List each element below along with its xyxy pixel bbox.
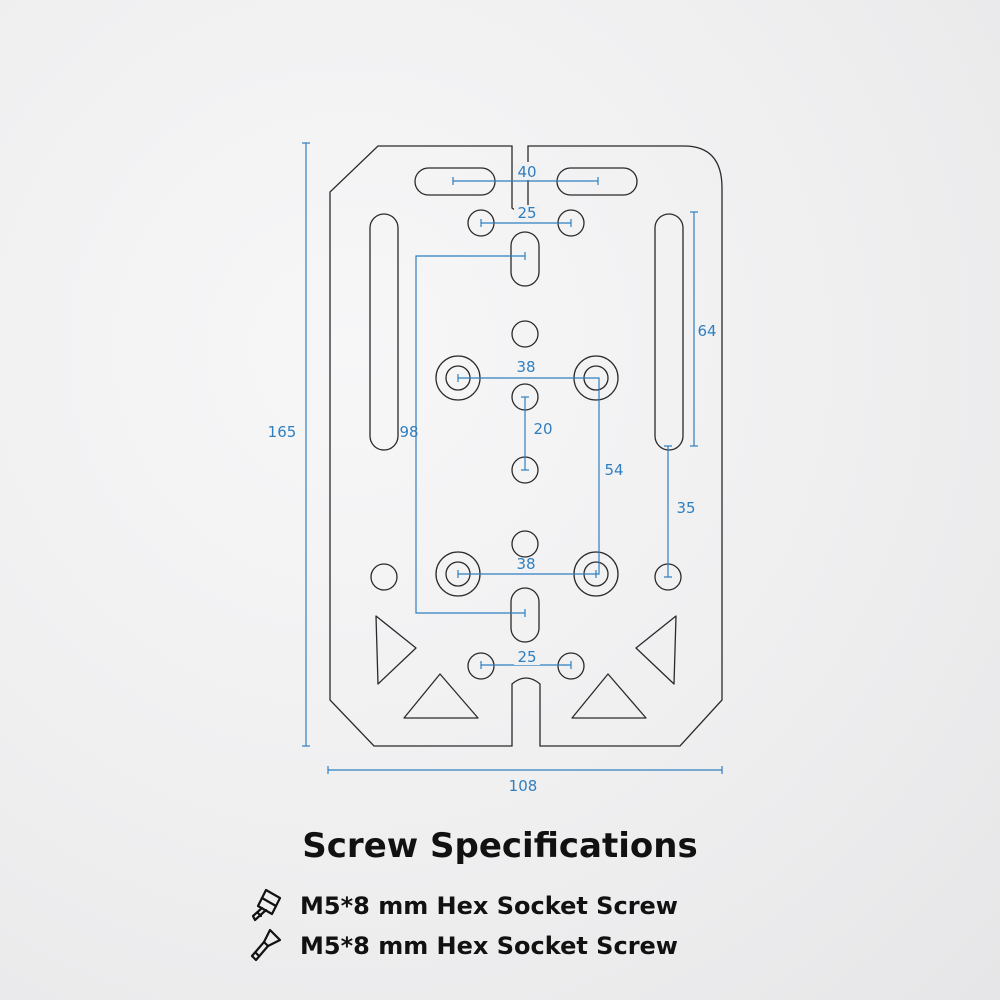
dim-top-hole-spacing: 25 bbox=[517, 204, 536, 222]
spec-item-countersunk: M5*8 mm Hex Socket Screw bbox=[246, 926, 678, 966]
dim-bottom-hole-spacing: 25 bbox=[517, 648, 536, 666]
dim-mount-vertical-spacing: 54 bbox=[604, 461, 623, 479]
dim-total-height: 165 bbox=[268, 423, 297, 441]
lower-center-slot bbox=[510, 587, 540, 643]
dim-upper-mount-spacing: 38 bbox=[516, 358, 535, 376]
dim-total-width: 108 bbox=[509, 777, 538, 795]
center-hole-4 bbox=[511, 530, 539, 558]
upper-center-slot bbox=[510, 231, 540, 287]
screw-specs-title: Screw Specifications bbox=[302, 826, 698, 866]
right-triangle-cutout bbox=[635, 615, 677, 685]
bottom-right-hole bbox=[557, 652, 585, 680]
spec-item-label: M5*8 mm Hex Socket Screw bbox=[300, 932, 678, 960]
center-hole-1 bbox=[511, 320, 539, 348]
dim-side-slot-length: 64 bbox=[697, 322, 716, 340]
dimension-lines bbox=[302, 142, 723, 774]
left-triangle-cutout bbox=[375, 615, 417, 685]
spec-item-hex-socket: M5*8 mm Hex Socket Screw bbox=[246, 886, 678, 926]
dim-left-vertical-spacing: 98 bbox=[399, 423, 418, 441]
left-side-hole bbox=[370, 563, 398, 591]
hex-socket-screw-icon bbox=[251, 888, 282, 922]
plate-diagram: 165 108 40 25 38 98 20 54 64 35 38 25 bbox=[268, 142, 723, 795]
dim-center-hole-spacing: 20 bbox=[533, 420, 552, 438]
bottom-left-hole bbox=[467, 652, 495, 680]
right-long-slot bbox=[654, 213, 684, 451]
bottom-right-triangle-cutout bbox=[571, 673, 647, 719]
countersunk-screw-icon bbox=[250, 928, 282, 962]
spec-item-label: M5*8 mm Hex Socket Screw bbox=[300, 892, 678, 920]
bottom-left-triangle-cutout bbox=[403, 673, 479, 719]
dim-lower-mount-spacing: 38 bbox=[516, 555, 535, 573]
dim-side-hole-spacing: 35 bbox=[676, 499, 695, 517]
dim-top-slot-spacing: 40 bbox=[517, 163, 536, 181]
left-long-slot bbox=[369, 213, 399, 451]
